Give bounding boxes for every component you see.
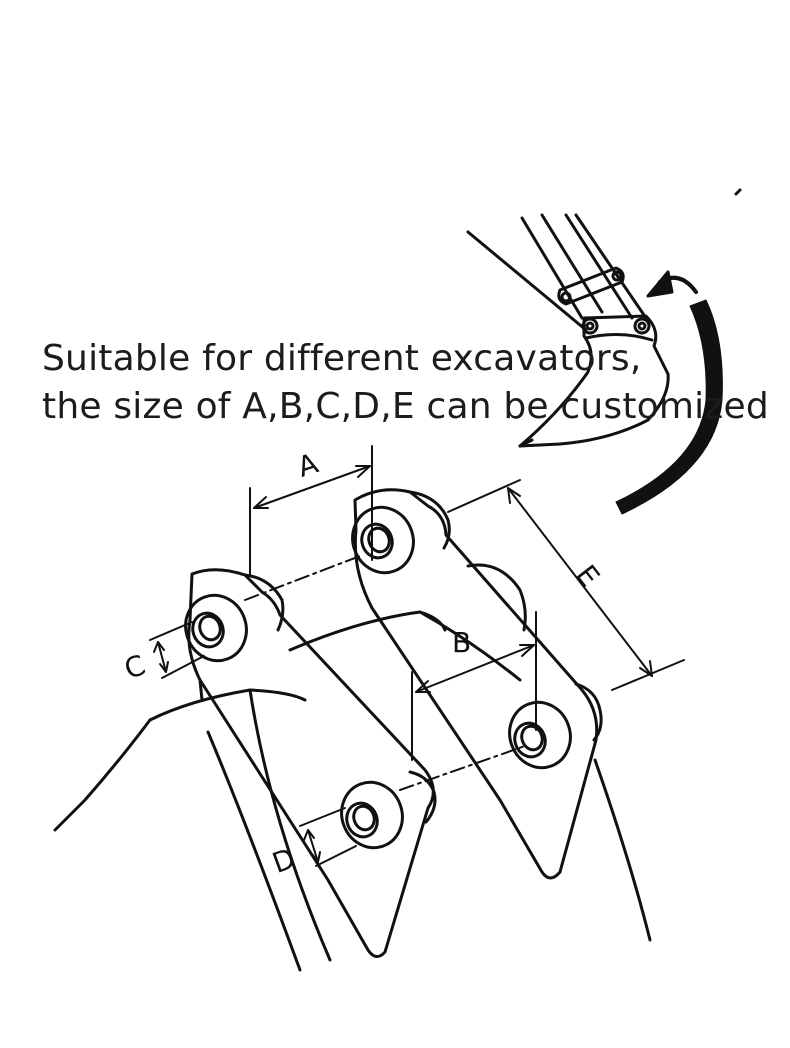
- linkage-bar: [557, 266, 625, 306]
- bucket-bottom-curve: [248, 688, 332, 962]
- small-bucket: [518, 314, 670, 448]
- dimension-a: [249, 445, 373, 576]
- dimension-c: [149, 621, 205, 679]
- pin-bottom-right: [508, 700, 572, 770]
- arm-stick-mid: [540, 213, 604, 314]
- pin-top-left: [184, 593, 248, 663]
- rotation-arrow-icon: [615, 299, 723, 515]
- bucket-back-top: [288, 610, 447, 652]
- bucket-body: [53, 610, 652, 972]
- bucket-left-wall: [206, 730, 302, 972]
- arm-stick-far: [574, 213, 648, 320]
- bucket-top-left: [148, 688, 307, 722]
- inset-tick: [734, 188, 742, 196]
- center-lines: [244, 555, 526, 791]
- dimension-e: [447, 479, 685, 691]
- arm-outer-line: [466, 230, 588, 332]
- bucket-back-wall: [418, 610, 522, 682]
- dimension-d: [299, 807, 357, 867]
- label-e: E: [569, 559, 606, 593]
- label-a: A: [294, 447, 322, 484]
- caption-line-1: Suitable for different excavators,: [42, 338, 642, 379]
- right-ear-plate: [353, 488, 603, 880]
- dimension-b: [411, 611, 537, 761]
- left-ear-plate: [187, 568, 437, 958]
- arm-stick-right: [564, 213, 634, 320]
- bucket-right-wall: [593, 758, 652, 942]
- bucket-left-edge: [53, 718, 152, 832]
- rotation-arrow-head: [646, 270, 674, 298]
- label-b: B: [452, 626, 471, 659]
- label-d: D: [268, 842, 300, 880]
- caption-line-2: the size of A,B,C,D,E can be customized: [42, 386, 769, 427]
- pin-bottom-left: [340, 780, 404, 850]
- excavator-arm-inset: [466, 188, 742, 515]
- label-c: C: [120, 648, 150, 686]
